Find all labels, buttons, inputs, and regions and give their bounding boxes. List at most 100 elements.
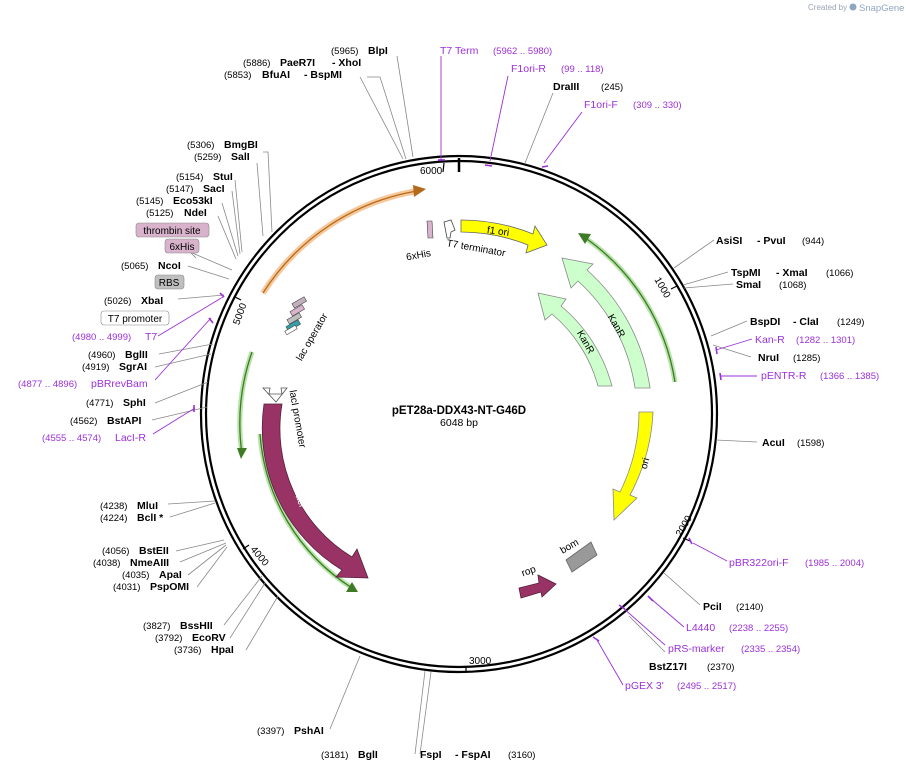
pshai-label[interactable]: PshAI [294, 725, 324, 737]
ncoi-pos: (5065) [121, 261, 148, 272]
saci-pos: (5147) [166, 184, 193, 195]
pbrrevbam-range: (4877 .. 4896) [18, 379, 77, 390]
bmgbi-label[interactable]: BmgBI [224, 139, 258, 151]
ndei-label[interactable]: NdeI [184, 207, 207, 219]
bcli-pos: (4224) [100, 513, 127, 524]
kanr-outer-arrowhead [578, 233, 591, 244]
asisi-pos: (944) [802, 236, 824, 247]
rbs-mark [286, 312, 302, 325]
apai-pos: (4035) [122, 570, 149, 581]
eco53ki-label[interactable]: Eco53kI [173, 195, 213, 207]
blpi-label[interactable]: BlpI [368, 45, 388, 57]
ncoi-label[interactable]: NcoI [158, 260, 181, 272]
sixhis-label: 6xHis [169, 242, 194, 253]
acui-pos: (1598) [797, 438, 824, 449]
hpai-label[interactable]: HpaI [211, 644, 234, 656]
t7-primer-label[interactable]: T7 [145, 331, 157, 343]
clai-label[interactable]: - ClaI [793, 316, 819, 328]
t7-promoter-label: T7 promoter [108, 314, 163, 325]
mlui-pos: (4238) [100, 501, 127, 512]
bstapi-label[interactable]: BstAPI [107, 415, 142, 427]
l4440-label[interactable]: L4440 [686, 622, 715, 634]
lac-operator-label: lac operator [295, 311, 331, 363]
bfuai-label[interactable]: BfuAI [262, 69, 290, 81]
bstz17i-label[interactable]: BstZ17I [649, 661, 687, 673]
fspai-label[interactable]: - FspAI [455, 749, 491, 761]
sphi-label[interactable]: SphI [123, 397, 146, 409]
nmeaiii-pos: (4038) [93, 558, 120, 569]
tick-label-6000: 6000 [420, 166, 443, 177]
t7-tag-arc-line [262, 190, 418, 294]
tspmi-label[interactable]: TspMI [731, 267, 761, 279]
t7-tag-arrowhead [413, 185, 426, 197]
sixhis-inner-mark [426, 220, 434, 239]
stui-label[interactable]: StuI [213, 171, 233, 183]
pbrrevbam-label[interactable]: pBRrevBam [91, 378, 148, 390]
ori-label: ori [639, 457, 653, 471]
mlui-label[interactable]: MluI [137, 500, 158, 512]
bsshii-label[interactable]: BssHII [180, 620, 213, 632]
xhoi-label[interactable]: - XhoI [332, 57, 361, 69]
sixhis-inner-label: 6xHis [405, 248, 432, 263]
sgrai-pos: (4919) [82, 362, 109, 373]
bgli-label[interactable]: BglI [358, 749, 378, 761]
bglii-label[interactable]: BglII [125, 349, 148, 361]
nmeaiii-label[interactable]: NmeAIII [130, 557, 169, 569]
pbr322orif-label[interactable]: pBR322ori-F [729, 557, 789, 569]
bcli-label[interactable]: BclI * [137, 512, 164, 524]
plasmid-size: 6048 bp [440, 417, 478, 429]
f1orif-range: (309 .. 330) [633, 100, 682, 111]
t7-primer-range: (4980 .. 4999) [72, 332, 131, 343]
thrombin-site-box [135, 222, 210, 238]
pvui-label[interactable]: - PvuI [757, 235, 786, 247]
smai-label[interactable]: SmaI [736, 279, 761, 291]
xmai-label[interactable]: - XmaI [776, 267, 808, 279]
xbai-label[interactable]: XbaI [141, 295, 163, 307]
pshai-pos: (3397) [257, 726, 284, 737]
laci-feature [261, 403, 369, 579]
saci-label[interactable]: SacI [203, 183, 225, 195]
nrui-label[interactable]: NruI [758, 352, 779, 364]
pgex3-label[interactable]: pGEX 3' [625, 680, 664, 692]
apai-label[interactable]: ApaI [159, 569, 182, 581]
ecorv-label[interactable]: EcoRV [192, 632, 226, 644]
sixhis-box [164, 238, 200, 254]
kanr-feature-inner [537, 292, 613, 387]
laci-outer-arc [237, 351, 255, 455]
pcii-label[interactable]: PciI [703, 601, 722, 613]
f1orir-label[interactable]: F1ori-R [511, 63, 546, 75]
sgrai-label[interactable]: SgrAI [119, 361, 147, 373]
bspmi-label[interactable]: - BspMI [304, 69, 342, 81]
paer7i-label[interactable]: PaeR7I [280, 57, 315, 69]
tick-label-1000: 1000 [652, 275, 673, 300]
fspi-label[interactable]: FspI [420, 749, 442, 761]
laci-outer-arc-line [239, 351, 253, 455]
l4440-range: (2238 .. 2255) [729, 623, 788, 634]
sali-label[interactable]: SalI [231, 151, 250, 163]
rop-label: rop [520, 564, 538, 579]
asisi-label[interactable]: AsiSI [716, 235, 742, 247]
thrombin-site-label: thrombin site [143, 226, 201, 237]
t7term-label[interactable]: T7 Term [440, 45, 479, 57]
tick-mark-1000 [670, 285, 678, 290]
draiii-label[interactable]: DraIII [553, 81, 579, 93]
t7-terminator-label: T7 terminator [446, 238, 507, 259]
thrombin-site-mark [291, 296, 307, 309]
pspomi-label[interactable]: PspOMI [150, 581, 189, 593]
tick-mark-2000 [682, 537, 691, 542]
prsmarker-label[interactable]: pRS-marker [668, 643, 725, 655]
acui-label[interactable]: AcuI [762, 437, 785, 449]
sixhis-mark [289, 304, 305, 317]
f1orif-label[interactable]: F1ori-F [584, 99, 618, 111]
pentrr-label[interactable]: pENTR-R [761, 370, 807, 382]
bspdi-label[interactable]: BspDI [750, 316, 780, 328]
stui-pos: (5154) [176, 172, 203, 183]
laci-promoter-label: lacI promoter [286, 389, 307, 449]
kanr-primer-range: (1282 .. 1301) [796, 335, 855, 346]
lacir-label[interactable]: LacI-R [115, 432, 146, 444]
bsteii-label[interactable]: BstEII [139, 545, 169, 557]
backbone-outer-strand [199, 154, 719, 674]
laci-outer-arrowhead [237, 448, 247, 459]
kanr-primer-label[interactable]: Kan-R [755, 334, 785, 346]
